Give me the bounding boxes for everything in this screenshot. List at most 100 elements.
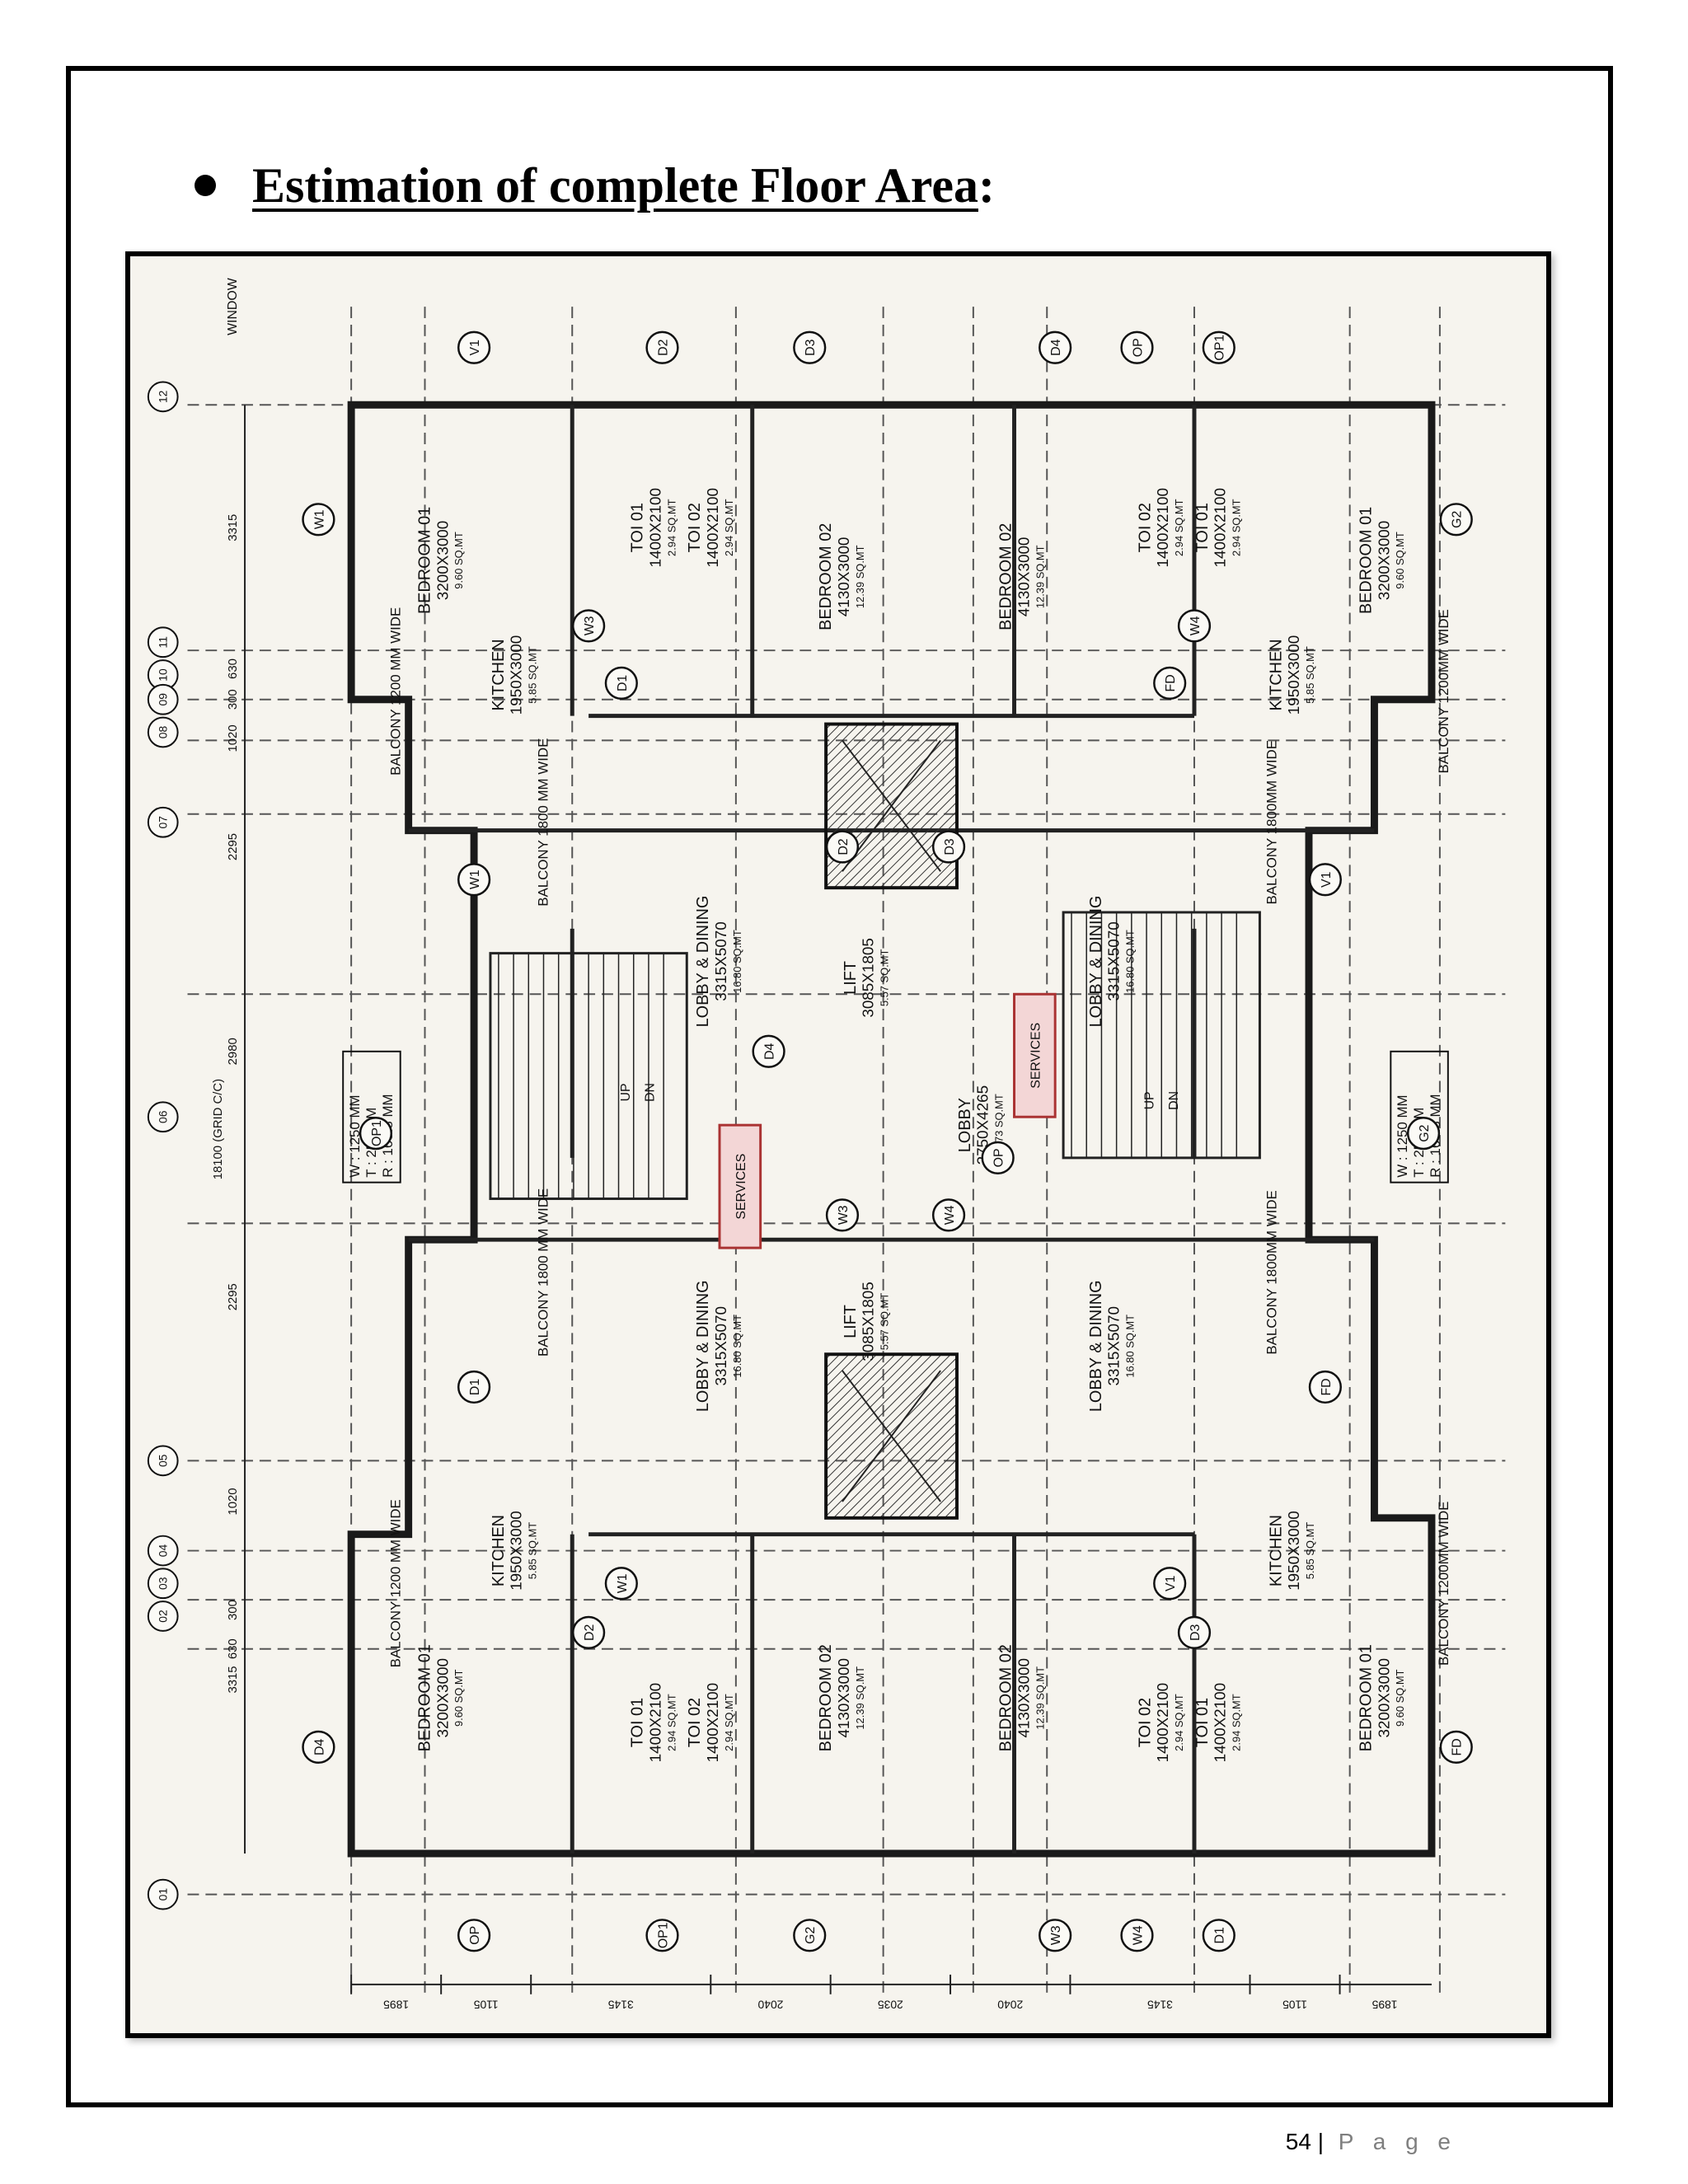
grid-marker-label: 02 — [157, 1610, 170, 1623]
tag-text: W1 — [468, 869, 482, 889]
tag: FD — [1451, 1738, 1465, 1755]
room-name: TOI 02 — [686, 1698, 704, 1747]
room-name: BEDROOM 02 — [817, 523, 835, 630]
room-name: TOI 01 — [1193, 503, 1212, 552]
room-area: 2.94 SQ.MT — [1173, 499, 1185, 556]
left-dimension: 630 — [227, 658, 240, 679]
room-size: 1400X2100 — [1154, 488, 1171, 567]
tag: D3 — [943, 838, 957, 855]
grid-marker-label: 09 — [157, 693, 170, 706]
room-area: 5.85 SQ.MT — [1304, 646, 1316, 704]
tag-text: OP — [992, 1148, 1006, 1167]
tag: V1 — [1320, 871, 1334, 888]
dim-text: 2295 — [227, 833, 240, 860]
section-heading: Estimation of complete Floor Area : — [195, 152, 995, 218]
room-size: 3200X3000 — [434, 521, 451, 600]
grid-marker — [147, 716, 179, 748]
dim-text: 2035 — [878, 1999, 903, 2012]
tag-circle — [931, 830, 966, 864]
tag-text: D4 — [312, 1739, 326, 1755]
bottom-dimension: 3145 — [608, 1999, 634, 2012]
room-size: 2750X4265 — [974, 1085, 992, 1165]
tag-text: OP1 — [370, 1120, 384, 1146]
grid-marker-text: 07 — [157, 816, 170, 829]
room-name: TOI 01 — [629, 1698, 647, 1747]
tag-circle — [1308, 1370, 1342, 1404]
services-text: SERVICES — [1029, 1023, 1043, 1089]
room-area: 9.60 SQ.MT — [452, 1669, 465, 1727]
tag-circle — [359, 1116, 393, 1151]
left-dimension: 1020 — [227, 1488, 240, 1515]
tag: W4 — [1189, 616, 1203, 635]
grid-marker — [147, 1568, 179, 1600]
services-text: SERVICES — [734, 1154, 748, 1220]
grid-marker — [147, 381, 179, 413]
tag: W1 — [312, 509, 326, 529]
room-name: LOBBY & DINING — [694, 1280, 712, 1412]
room-area: 12.39 SQ.MT — [854, 545, 866, 608]
tag: G2 — [804, 1927, 818, 1944]
room-area: 2.94 SQ.MT — [665, 1694, 678, 1751]
room-size: 1950X3000 — [1285, 635, 1302, 715]
stair-text: DN — [644, 1083, 658, 1102]
tag-circle — [1177, 609, 1212, 643]
room-area: 2.94 SQ.MT — [723, 499, 735, 556]
room-name: TOI 02 — [1136, 503, 1154, 552]
room-size: 1400X2100 — [647, 488, 664, 567]
room-size: 3200X3000 — [434, 1658, 451, 1738]
room-size: 4130X3000 — [835, 537, 852, 617]
tag: D1 — [1213, 1927, 1227, 1943]
tag-circle — [1406, 1116, 1441, 1151]
room-area: 5.57 SQ.MT — [879, 949, 891, 1007]
balcony-text: BALCONY 1200MM WIDE — [1436, 609, 1451, 773]
tag-circle — [1439, 1730, 1473, 1765]
bottom-dimension: 2035 — [878, 1999, 903, 2012]
room-name: BEDROOM 02 — [997, 523, 1015, 630]
tag-text: W3 — [1049, 1925, 1063, 1945]
tag-text: W4 — [1189, 616, 1203, 635]
room-size: 3315X5070 — [1105, 1306, 1123, 1386]
room-area: 2.94 SQ.MT — [665, 499, 678, 556]
tag-text: D1 — [616, 675, 630, 691]
room-size: 4130X3000 — [1015, 537, 1032, 617]
dim-text: 300 — [227, 689, 240, 710]
balcony-text: BALCONY 1800MM WIDE — [1264, 740, 1279, 904]
tag: W4 — [1131, 1925, 1145, 1945]
balcony-label: BALCONY 1200 MM WIDE — [388, 607, 404, 776]
room-area: 9.60 SQ.MT — [1394, 1669, 1406, 1727]
grid-marker — [147, 1535, 179, 1567]
room-name: BEDROOM 01 — [1357, 1644, 1375, 1751]
left-dimension: 300 — [227, 1600, 240, 1620]
grid-marker — [147, 1878, 179, 1910]
dim-text: 1105 — [473, 1999, 498, 2012]
tag-circle — [1439, 503, 1473, 537]
tag-circle — [1120, 330, 1154, 364]
tag-text: OP1 — [1213, 335, 1227, 361]
room-area: 16.80 SQ.MT — [731, 1315, 743, 1378]
tag-circle — [302, 1730, 335, 1765]
grid-marker-text: 05 — [157, 1454, 170, 1467]
tag: W3 — [1049, 1925, 1063, 1945]
grid-marker-label: 06 — [157, 1110, 170, 1123]
room-area: 2.94 SQ.MT — [723, 1694, 735, 1751]
room-size: 1400X2100 — [704, 1683, 721, 1763]
tag: G2 — [1418, 1124, 1432, 1141]
room-name: KITCHEN — [1267, 1515, 1285, 1586]
tag-text: D3 — [804, 339, 818, 355]
